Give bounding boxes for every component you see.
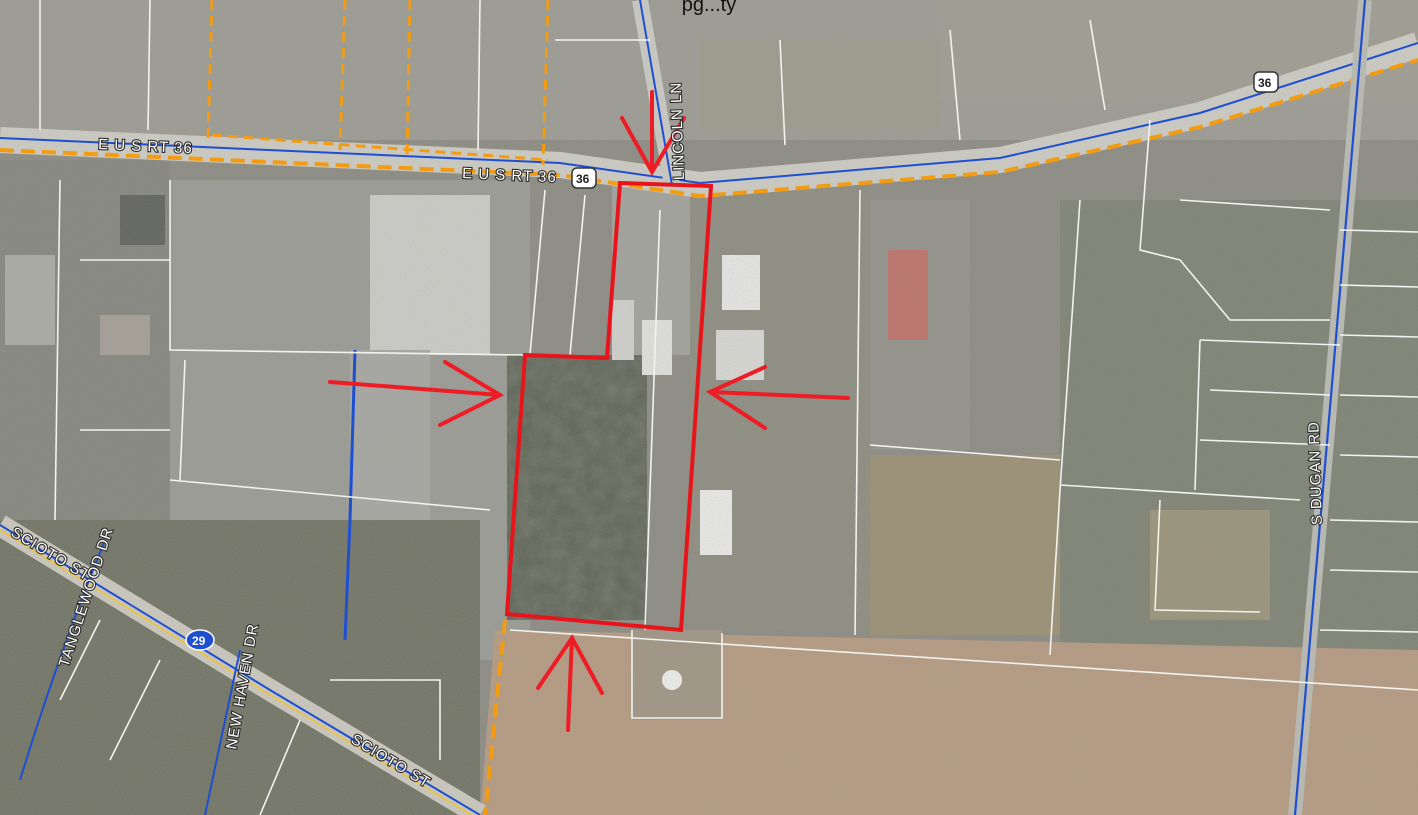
street-label-us-rt-36-center: E U S RT 36 [462, 165, 557, 186]
parcel-lines [39, 0, 1418, 815]
tanglewood-dr-road [19, 539, 106, 781]
rt-29-shield: 29 [185, 629, 215, 651]
svg-text:36: 36 [576, 172, 590, 186]
us-36-shield-east: 36 [1253, 71, 1279, 93]
north-arrow [620, 90, 686, 177]
new-haven-dr-road [204, 649, 241, 815]
south-arrow [536, 634, 604, 732]
page-caption: pg...ty [681, 0, 737, 16]
us-rt-36-centerline [0, 42, 1418, 185]
svg-text:36: 36 [1258, 76, 1272, 90]
us-36-shield-center: 36 [571, 167, 597, 189]
street-label-s-dugan-rd: S DUGAN RD [1305, 421, 1326, 526]
corporate-boundary-west [483, 619, 507, 815]
corporate-boundary-north [0, 58, 1418, 199]
west-arrow [328, 360, 505, 427]
svg-text:29: 29 [192, 634, 206, 648]
street-label-lincoln-ln: LINCOLN LN [668, 82, 688, 181]
east-arrow [705, 365, 850, 430]
street-label-us-rt-36-west: E U S RT 36 [98, 136, 193, 157]
us-rt-36-road [0, 32, 1418, 199]
subject-parcel-outline [504, 180, 714, 633]
